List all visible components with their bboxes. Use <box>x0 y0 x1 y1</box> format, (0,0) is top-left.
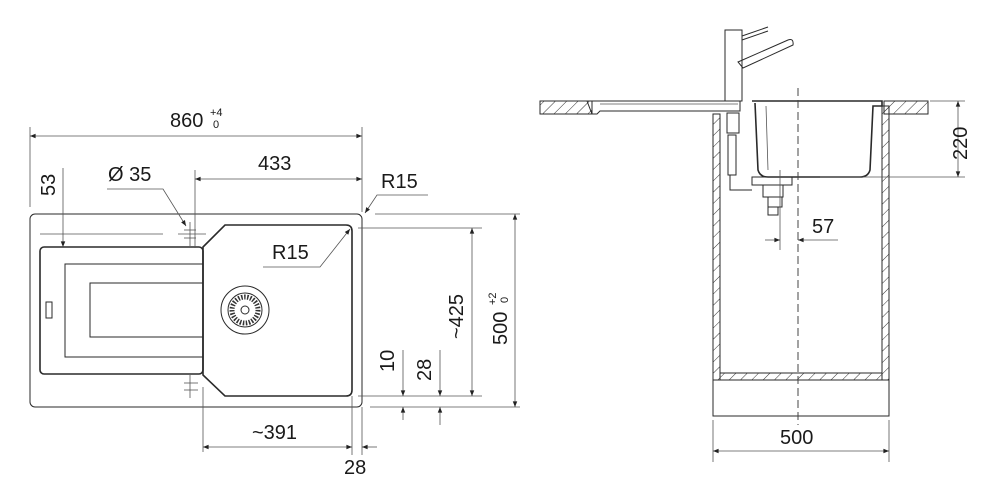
width-tol-lower: 0 <box>213 119 219 131</box>
bowl-width-label: 433 <box>258 153 291 175</box>
width-tol-upper: +4 <box>210 107 223 119</box>
width-label: 860 <box>170 110 203 132</box>
tap-hole-label: Ø 35 <box>108 164 151 186</box>
drain-offset-label: 57 <box>812 216 834 238</box>
depth-tol-upper: +2 <box>487 292 499 305</box>
outer-radius-label: R15 <box>381 171 418 193</box>
edge-gap-label: 28 <box>414 359 436 381</box>
dimension-lines <box>29 127 520 455</box>
countertop-left <box>539 100 593 115</box>
bowl-radius-label: R15 <box>272 242 309 264</box>
drainer-section <box>586 100 741 115</box>
depth-label: 500 <box>490 312 512 345</box>
cabinet-left-wall <box>712 113 721 381</box>
drainer-offset-label: 53 <box>38 174 60 196</box>
side-view: 220 57 500 <box>539 26 972 462</box>
bowl-height-label: 220 <box>950 127 972 160</box>
bowl-section <box>752 100 883 178</box>
side-dimension-lines <box>712 100 965 462</box>
drain-strainer-icon <box>220 285 270 335</box>
right-margin-label: 28 <box>344 457 366 479</box>
bowl-depth-label: ~425 <box>446 294 468 339</box>
drainer-outline <box>39 246 204 375</box>
top-view: 860 +4 0 433 53 Ø 35 R15 R15 ~425 500 +2… <box>29 107 520 479</box>
countertop-right <box>883 100 929 115</box>
cabinet-width-label: 500 <box>780 427 813 449</box>
tap-hole-mark <box>178 222 206 398</box>
depth-tol-lower: 0 <box>499 297 511 303</box>
sink-outline <box>29 213 363 408</box>
bowl-length-label: ~391 <box>252 422 297 444</box>
faucet-icon <box>724 26 794 102</box>
cabinet-plinth <box>712 379 890 417</box>
cabinet-bottom <box>719 372 883 381</box>
bowl-outline <box>202 224 353 397</box>
drain-siphon-icon <box>726 112 793 216</box>
drainer-inner <box>64 263 204 358</box>
bowl-bottom-gap-label: 10 <box>377 350 399 372</box>
cabinet-right-wall <box>881 105 890 381</box>
drainer-inner-2 <box>89 282 204 338</box>
overflow-slot <box>45 301 53 319</box>
